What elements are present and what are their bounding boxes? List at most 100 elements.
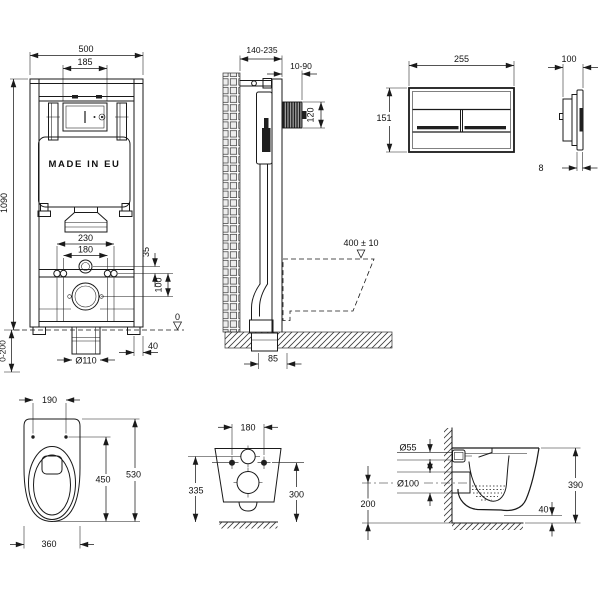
dim-rear-height-total-label: 335 [188,486,203,496]
dim-inlet-to-outlet-label: 100 [154,277,164,292]
dim-rear-bolt-spacing-label: 180 [240,423,255,433]
flush-plate-side-view: 100 8 [538,54,598,173]
dim-bowl-rim-height-label: 400 ± 10 [344,238,379,248]
made-in-eu-label: MADE IN EU [49,159,121,170]
ground-hatch [219,522,278,529]
plate-outer [408,87,515,153]
dim-seat-depth: 450 [68,436,111,522]
dim-rear-height-bolts: 300 [272,462,304,522]
dim-inlet-offset: 35 [93,247,173,287]
bolt-hole-left [31,435,35,439]
bowl-rear-outline [214,448,282,503]
bowl-opening [33,454,71,516]
dim-bolt-spacing-inner: 180 [63,245,108,269]
cistern-front [38,136,131,208]
wall-hatch [444,428,452,523]
dim-rail-width: 40 [119,336,158,356]
water-inlet [78,259,93,274]
flush-button-right [464,126,506,130]
outlet-socket [67,282,104,311]
dim-bottom-gap-label: 40 [538,505,548,515]
dim-bowl-depth: 530 [54,418,141,522]
frame-front-geometry: MADE IN EU [14,78,184,355]
dim-base-offset: 85 [244,353,302,369]
plate-clip [559,113,564,120]
dim-base-offset-label: 85 [268,354,278,364]
wall-bracket [239,80,273,87]
dim-bowl-rim-height: 400 ± 10 [344,238,379,259]
button-divider [460,109,463,133]
bowl-inner [468,455,510,502]
dim-drain-diameter-label: Ø110 [75,356,96,366]
housing-knob [302,111,307,119]
dim-bolt-spacing-outer-label: 230 [78,233,93,243]
dim-rim-height-label: 390 [568,480,583,490]
frame-side-geometry [239,78,375,352]
dim-inlet-diameter-label: Ø55 [399,442,416,452]
dim-bowl-bolt-spacing-label: 190 [42,395,57,405]
bowl-body-outline [23,418,81,523]
fixing-bolts [37,203,133,217]
dim-bowl-width-label: 360 [41,539,56,549]
bowl-outline-dashed [282,258,375,321]
bowl-rear-geometry [212,445,282,529]
dim-housing-height: 120 [303,101,325,129]
dim-plate-width-label: 255 [454,54,469,64]
dim-plate-housing-range-label: 10-90 [290,61,312,71]
dim-bowl-depth-label: 530 [126,470,141,480]
floor-hatch [452,523,523,530]
dim-bowl-bolt-spacing: 190 [19,395,80,434]
floor-section [224,331,393,349]
bowl-top-view: 190 450 530 360 [10,395,141,549]
flush-plate-front-view: 255 151 [376,54,515,153]
frame-foot [251,332,278,352]
rim-detail [478,448,493,458]
frame-side-view: 140-235 10-90 120 400 ± 10 85 [222,45,393,369]
bowl-side-view: Ø55 Ø100 200 390 40 [360,427,583,540]
dim-leg-range: 0-200 [0,329,20,373]
dim-depth-range: 140-235 [239,45,283,77]
dim-bolt-spacing-inner-label: 180 [78,245,93,255]
flush-button-left [417,126,459,130]
dim-rear-bolt-spacing: 180 [218,423,278,455]
flush-pipe [259,163,268,285]
dim-opening-width-label: 185 [77,57,92,67]
dim-inlet-to-outlet: 100 [101,273,173,297]
flush-inlet-top [41,455,63,475]
dim-plate-thickness-label: 8 [538,163,543,173]
flush-plate-housing [282,101,303,129]
water-surface [472,485,505,501]
bowl-rear-view: 180 335 300 [188,423,304,529]
dim-seat-depth-label: 450 [95,475,110,485]
frame-front-view: MADE IN EU [0,44,184,373]
dim-outlet-height-label: 200 [360,499,375,509]
dim-leg-range-label: 0-200 [0,340,8,362]
dim-plate-depth: 100 [548,54,598,97]
seat-outline [28,446,76,520]
bowl-profile [457,447,540,512]
dim-rim-height: 390 [525,447,583,524]
dim-rear-height-bolts-label: 300 [289,490,304,500]
dim-bowl-width: 360 [10,526,94,549]
dim-housing-height-label: 120 [306,107,316,122]
flush-plate-front-geometry [408,87,515,153]
wall-section [222,72,241,333]
dim-opening-width: 185 [62,57,108,101]
dim-plate-height-label: 151 [376,113,391,123]
inlet-hole [240,448,256,465]
floor-level-label: 0 [175,312,180,322]
adjustable-feet [32,326,141,335]
drain-pipe [71,326,101,355]
outlet-bump [238,501,258,512]
dim-inlet-offset-label: 35 [141,247,151,257]
cistern-side [256,91,273,165]
dim-plate-width: 255 [408,54,515,86]
flush-bend [64,206,108,233]
threaded-rod-holes [53,269,118,278]
bolt-hole-left [229,459,235,466]
bolt-hole-right [64,435,68,439]
dim-outlet-diameter: Ø100 [397,459,452,506]
dim-depth-range-label: 140-235 [246,45,277,55]
flush-mechanism [262,128,271,152]
